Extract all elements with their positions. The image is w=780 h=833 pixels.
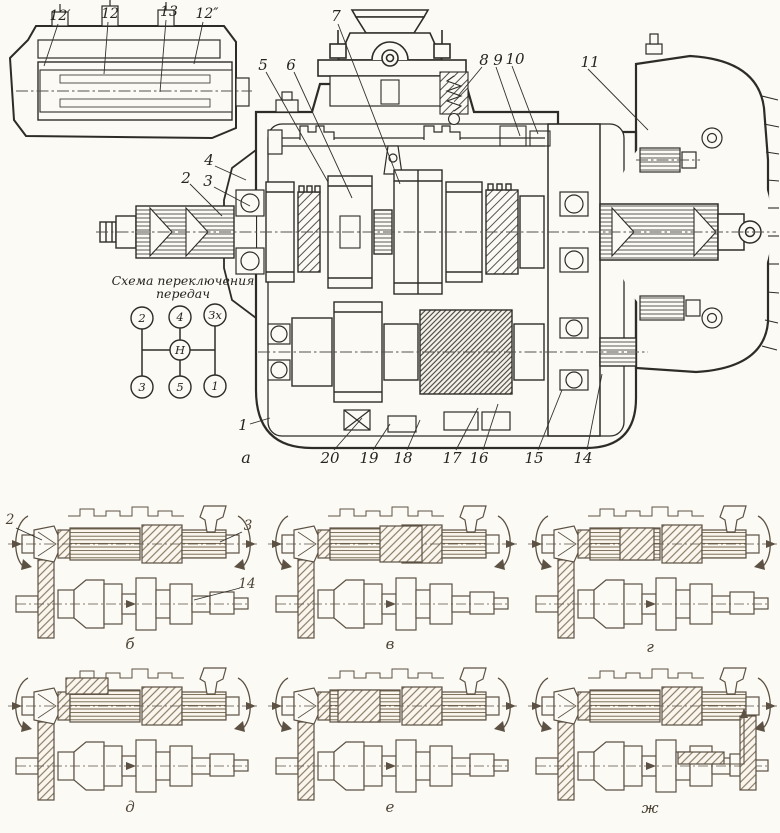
end-housing-bolts — [645, 33, 723, 329]
scheme-links — [141, 326, 216, 376]
subview-v: в — [267, 505, 519, 653]
subview-zh-flow-path — [724, 716, 745, 765]
bell-flange — [223, 148, 257, 320]
callout-4: 4 — [203, 151, 214, 169]
scheme-node-4: 4 — [175, 310, 183, 324]
detent-spring — [439, 71, 469, 126]
callout-3: 3 — [203, 172, 213, 190]
front-bearing — [235, 189, 265, 275]
scheme-nodes — [130, 303, 227, 399]
callout-20: 20 — [319, 449, 340, 467]
subview-d-label: д — [125, 798, 135, 816]
callout-9: 9 — [493, 51, 503, 69]
callout-12: 12 — [101, 6, 119, 22]
callout-12-prime: 12′ — [50, 8, 72, 24]
center-bearings — [559, 191, 589, 391]
inset-view: 12′ 12 13 12″ — [8, 0, 252, 140]
scheme-node-1: 1 — [211, 379, 218, 393]
scheme-node-reverse: Зх — [208, 308, 222, 322]
subview-zh-flow-arrow — [740, 708, 748, 718]
scheme-node-neutral: Н — [174, 343, 186, 357]
divider-wall — [547, 123, 601, 437]
main-view: 5 6 7 8 9 10 11 4 2 3 1 а 20 19 18 17 16… — [96, 7, 780, 467]
end-housing — [634, 54, 770, 374]
callout-16: 16 — [469, 449, 489, 467]
callout-15: 15 — [524, 449, 543, 467]
subview-zh-reverse-idler — [677, 751, 725, 765]
shift-tower — [317, 9, 467, 107]
callout-11: 11 — [580, 53, 599, 71]
inset-spline-bottom — [59, 98, 211, 108]
callout-14: 14 — [573, 449, 592, 467]
subview-d-engaged-synchro — [65, 677, 109, 695]
subview-b-callout-3: 3 — [244, 518, 253, 534]
inset-shaft-stub — [235, 77, 250, 107]
callout-10: 10 — [505, 50, 525, 68]
callout-7: 7 — [331, 7, 341, 25]
subview-g: г — [527, 505, 779, 656]
callout-1: 1 — [238, 416, 248, 434]
callout-8: 8 — [479, 51, 489, 69]
subview-b-callout-2: 2 — [5, 512, 15, 528]
callout-19: 19 — [359, 449, 379, 467]
inset-bolts — [51, 0, 175, 27]
inset-spline-top — [59, 74, 211, 84]
scheme-title-line2: передач — [156, 286, 210, 301]
callout-18: 18 — [393, 449, 412, 467]
scheme-node-2: 2 — [137, 311, 145, 325]
subview-e-engaged-coupling — [337, 689, 381, 723]
callout-13: 13 — [160, 4, 178, 20]
scheme-node-3: 3 — [138, 380, 145, 394]
inset-callouts: 12′ 12 13 12″ — [43, 4, 219, 93]
end-housing-ribs — [761, 95, 780, 351]
view-label-a: а — [241, 448, 251, 467]
subview-b: 2 3 14 б — [5, 505, 259, 653]
subview-b-callout-14: 14 — [238, 576, 255, 592]
scheme-title-line1: Схема переключения — [112, 273, 255, 288]
callout-5: 5 — [258, 56, 268, 74]
subview-b-label: б — [125, 635, 135, 653]
subview-d: д — [7, 667, 259, 816]
inset-gallery — [37, 39, 221, 59]
filler-cap — [275, 91, 299, 113]
main-callouts: 5 6 7 8 9 10 11 4 2 3 1 а 20 19 18 17 16… — [180, 7, 649, 467]
subview-e: е — [267, 667, 519, 816]
scheme-node-5: 5 — [176, 380, 183, 394]
callout-17: 17 — [442, 449, 462, 467]
subview-e-label: е — [386, 798, 395, 816]
subview-g-label: г — [646, 638, 654, 656]
subview-zh-label: ж — [641, 799, 658, 817]
shift-scheme: Схема переключения передач 2 4 Зх Н 3 5 … — [112, 273, 255, 399]
callout-6: 6 — [286, 56, 296, 74]
subview-zh: ж — [527, 667, 779, 817]
inset-drawing — [8, 0, 252, 140]
callout-12-dblprime: 12″ — [195, 6, 219, 22]
subview-zh-reverse-gear — [739, 715, 757, 791]
subview-v-engaged-coupling — [379, 525, 423, 563]
subview-v-label: в — [386, 635, 395, 653]
subview-g-engaged-coupling — [619, 527, 655, 561]
shift-rail — [267, 125, 545, 175]
callout-2: 2 — [180, 169, 191, 187]
sump-items — [343, 409, 511, 433]
